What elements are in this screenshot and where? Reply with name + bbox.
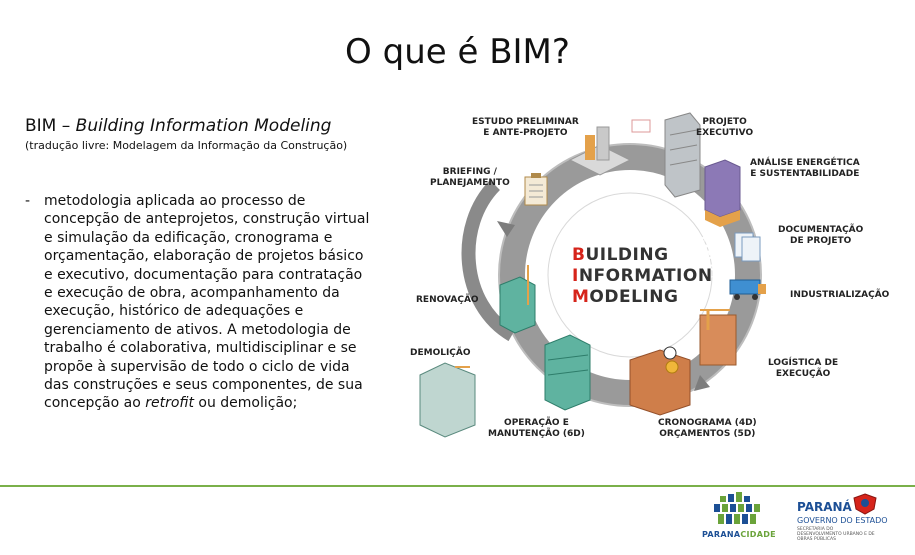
analise-building-icon [704,159,741,227]
secretaria-label: SECRETARIA DO DESENVOLVIMENTO URBANO E D… [797,527,875,542]
bullet-text-end: ou demolição; [193,395,298,412]
center-line-information: INFORMATION [572,266,713,286]
bullet-text-italic: retrofit [145,395,194,412]
cycle-arrow-icon [497,221,515,237]
stage-cronograma: CRONOGRAMA (4D)ORÇAMENTOS (5D) [658,418,757,439]
operacao-building-icon [544,334,591,411]
estudo-building-icon [568,126,632,176]
center-line-building: BUILDING [572,245,669,265]
parana-coat-of-arms-icon [853,493,877,515]
governo-label: GOVERNO DO ESTADO [797,516,888,525]
bullet-text-main: metodologia aplicada ao processo de conc… [44,193,370,412]
bullet-dash: - [25,193,31,209]
bullet-text: metodologia aplicada ao processo de conc… [44,192,370,413]
parana-name: PARANÁ [797,500,852,514]
bim-cycle-graphic: PROJETO EXECUÇÃO OPERAÇÃO [419,112,766,438]
cycle-arrow-icon [694,375,710,391]
industrializacao-truck-icon [729,279,766,300]
heading-prefix: BIM – [25,116,76,136]
projeto-executivo-building-icon [631,112,701,198]
demolicao-building-icon [419,362,476,438]
bim-heading: BIM – Building Information Modeling [25,116,331,136]
logistica-crane-icon [699,309,737,366]
stage-demolicao: DEMOLIÇÃO [410,348,471,358]
ring-outer-edge [498,143,762,407]
renovacao-building-icon [499,265,536,334]
bim-subheading: (tradução livre: Modelagem da Informação… [25,139,348,152]
stage-briefing: BRIEFING /PLANEJAMENTO [430,167,510,188]
center-bim-label: BUILDING INFORMATION MODELING [572,245,713,308]
paranacidade-wordmark: PARANACIDADE [702,530,776,539]
slide-title: O que é BIM? [345,32,570,72]
bullet-item: - metodologia aplicada ao processo de co… [25,192,370,413]
cronograma-building-icon [629,346,691,416]
paranacidade-logo-icon [714,492,760,524]
renovation-arrow [461,180,516,342]
center-disc [547,192,713,358]
stage-industrializacao: INDUSTRIALIZAÇÃO [790,290,890,300]
heading-italic: Building Information Modeling [75,116,332,136]
bim-cycle-diagram: PROJETO EXECUÇÃO OPERAÇÃO BUILDING INFOR… [400,105,905,450]
documentacao-sheets-icon [734,232,761,262]
footer-divider [0,485,915,487]
briefing-clipboard-icon [524,173,548,206]
center-line-modeling: MODELING [572,287,679,307]
stage-renovacao: RENOVAÇÃO [416,295,479,305]
